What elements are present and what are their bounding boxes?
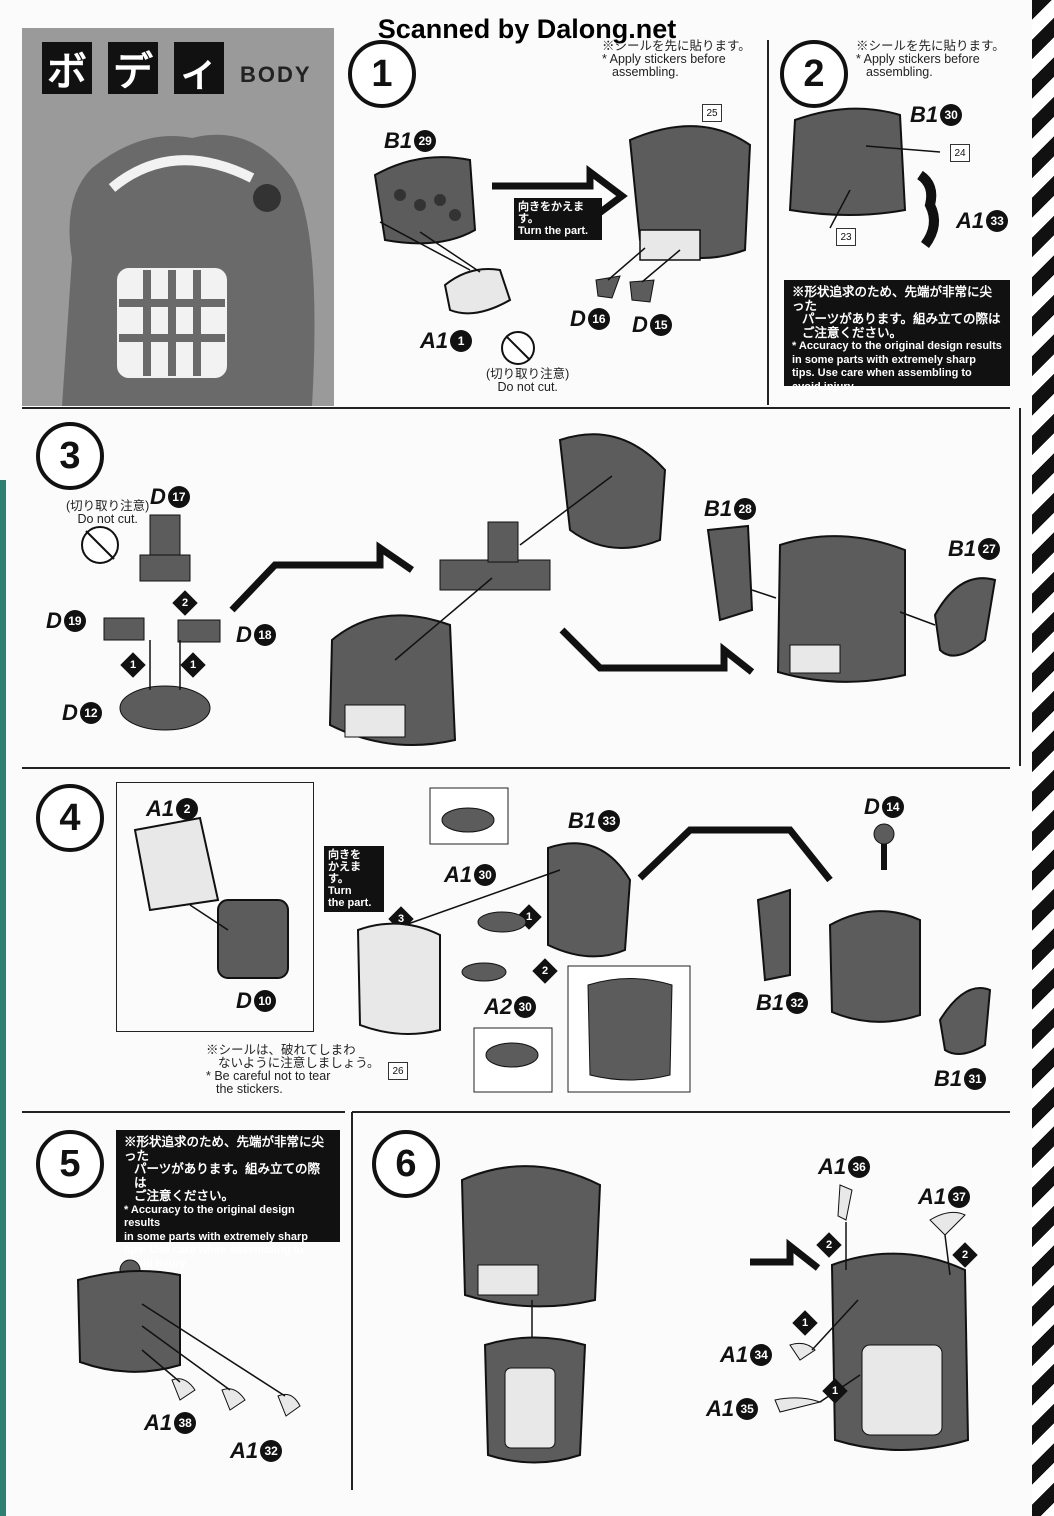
torso-hero-illustration bbox=[62, 134, 315, 406]
step1-sticker-note: ※シールを先に貼ります。 * Apply stickers before ass… bbox=[602, 39, 751, 79]
step-number-5: 5 bbox=[36, 1130, 104, 1198]
sticker-ref-26: 26 bbox=[388, 1062, 408, 1080]
step-number-6: 6 bbox=[372, 1130, 440, 1198]
title-english: BODY bbox=[240, 62, 312, 87]
step-number-3: 3 bbox=[36, 422, 104, 490]
title-char-3: ィ bbox=[174, 42, 224, 95]
step-number-4: 4 bbox=[36, 784, 104, 852]
sticker-ref-23: 23 bbox=[836, 228, 856, 246]
page-edge-strip bbox=[0, 480, 6, 1516]
title-char-1: ボ bbox=[42, 42, 92, 95]
step1-do-not-cut: (切り取り注意)Do not cut. bbox=[486, 367, 570, 394]
step4-tear-note: ※シールは、破れてしまわないように注意しましょう。 * Be careful n… bbox=[206, 1043, 380, 1096]
scan-credit: Scanned by Dalong.net bbox=[377, 14, 677, 44]
step1-turn-tag: 向きをかえます。Turn the part. bbox=[514, 198, 602, 240]
hazard-stripe-border bbox=[1032, 0, 1054, 1516]
step4-subassembly-box bbox=[116, 782, 314, 1032]
step5-sharp-warning: ※形状追求のため、先端が非常に尖ったパーツがあります。組み立ての際はご注意くださ… bbox=[116, 1130, 340, 1270]
step-number-2: 2 bbox=[780, 40, 848, 108]
step3-do-not-cut: (切り取り注意)Do not cut. bbox=[66, 499, 150, 526]
sticker-ref-24: 24 bbox=[950, 144, 970, 162]
step-number-1: 1 bbox=[348, 40, 416, 108]
step2-sticker-note: ※シールを先に貼ります。 * Apply stickers before ass… bbox=[856, 39, 1005, 79]
sticker-ref-25: 25 bbox=[702, 104, 722, 122]
title-char-2: デ bbox=[108, 42, 158, 95]
step2-sharp-warning: ※形状追求のため、先端が非常に尖ったパーツがあります。組み立ての際はご注意くださ… bbox=[784, 280, 1010, 393]
